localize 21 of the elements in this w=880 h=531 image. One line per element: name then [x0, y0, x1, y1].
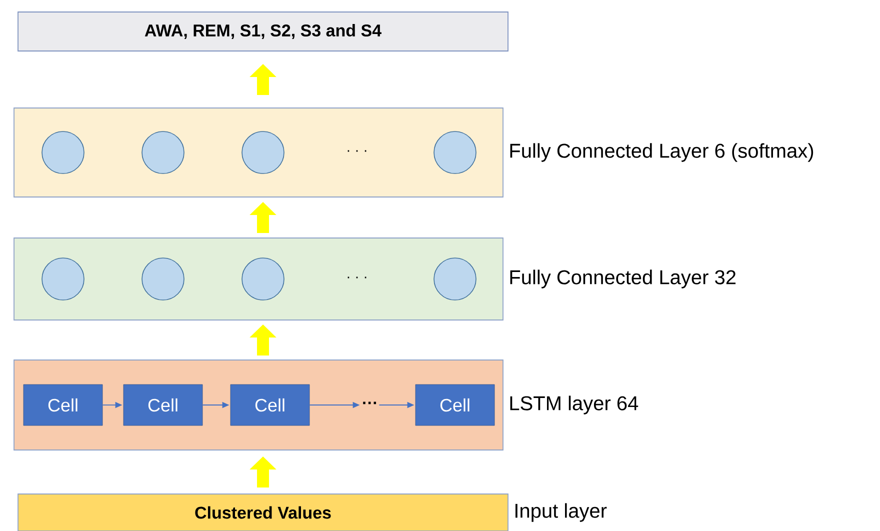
- cell-box: Cell: [415, 384, 495, 426]
- layer-label: Input layer: [516, 503, 607, 522]
- neuron-circle: [142, 258, 184, 300]
- output-box: AWA, REM, S1, S2, S3 and S4: [18, 12, 508, 52]
- cell-box: Cell: [230, 384, 310, 426]
- input-box: Clustered Values: [18, 494, 508, 531]
- layer-label: Fully Connected Layer 6 (softmax): [510, 143, 814, 162]
- neuron-circle: [434, 131, 476, 174]
- neuron-circle: [42, 131, 84, 174]
- cell-box: Cell: [123, 384, 203, 426]
- neuron-circle: [434, 258, 476, 300]
- neuron-circle: [42, 258, 84, 300]
- ellipsis-text: · · ·: [348, 276, 366, 278]
- ellipsis-text: · · ·: [348, 150, 366, 152]
- neuron-circle: [242, 258, 284, 300]
- neuron-circle: [242, 131, 284, 174]
- cell-box: Cell: [23, 384, 103, 426]
- ellipsis-text: ···: [363, 402, 376, 404]
- layer-label: Fully Connected Layer 32: [510, 270, 736, 288]
- layer-label: LSTM layer 64: [510, 396, 638, 414]
- neuron-circle: [142, 131, 184, 174]
